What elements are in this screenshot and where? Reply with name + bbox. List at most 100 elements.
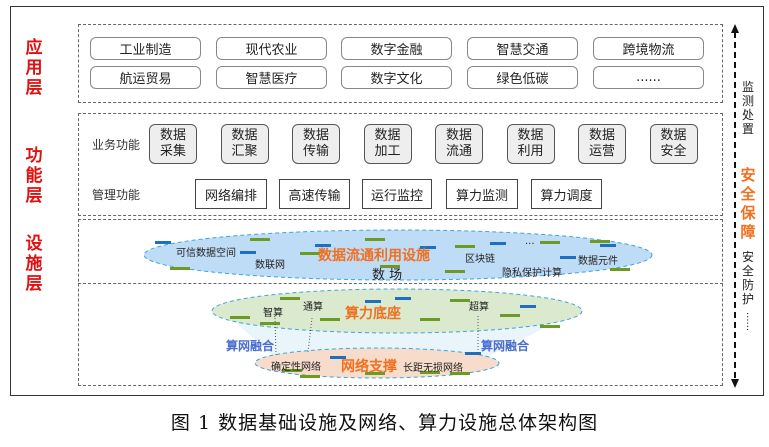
business-function-item[interactable]: 数据安全	[649, 124, 698, 164]
app-item[interactable]: 绿色低碳	[467, 66, 578, 89]
decorative-dash	[465, 352, 481, 355]
decorative-dash	[230, 316, 250, 319]
security-main: 安全保障	[740, 166, 756, 241]
compute-ellipse	[211, 288, 583, 334]
infra-ellipses	[143, 229, 653, 379]
func-layer-box	[78, 113, 723, 216]
data-ellipse	[143, 229, 653, 281]
app-item[interactable]: 数字文化	[341, 66, 452, 89]
decorative-dash	[282, 369, 302, 372]
decorative-dash	[395, 297, 411, 300]
layer-label-func: 功能层	[25, 146, 43, 206]
decorative-dash	[170, 267, 190, 270]
decorative-dash	[330, 356, 346, 359]
decorative-dash	[600, 244, 616, 247]
decorative-dash	[420, 246, 436, 249]
decorative-dash	[445, 270, 465, 273]
decorative-dash	[490, 242, 506, 245]
business-function-item[interactable]: 数据运营	[578, 124, 626, 164]
decorative-dash	[540, 325, 560, 328]
business-function-label: 数据利用	[517, 128, 544, 159]
management-label: 管理功能	[92, 188, 141, 202]
business-function-item[interactable]: 数据流通	[435, 124, 483, 164]
fusion-label-left: 算网融合	[226, 339, 275, 353]
business-function-item[interactable]: 数据汇聚	[220, 124, 269, 164]
data-item: 区块链	[465, 254, 495, 265]
decorative-dash	[365, 238, 385, 241]
decorative-dash	[280, 297, 300, 300]
layer-label-app: 应用层	[25, 38, 43, 98]
management-function-item[interactable]: 运行监控	[362, 179, 432, 209]
app-item[interactable]: 智慧交通	[467, 37, 578, 60]
app-item[interactable]: 现代农业	[216, 37, 327, 60]
decorative-dash	[450, 372, 470, 375]
decorative-dash	[300, 252, 320, 255]
decorative-dash	[250, 238, 270, 241]
data-item: 数联网	[255, 260, 285, 271]
business-function-label: 数据流通	[445, 128, 472, 159]
infra-layer-box	[78, 219, 723, 386]
app-item[interactable]: 航运贸易	[90, 66, 201, 89]
management-function-item[interactable]: 算力调度	[531, 179, 602, 209]
business-function-item[interactable]: 数据采集	[149, 124, 197, 164]
management-function-item[interactable]: 网络编排	[195, 179, 267, 209]
decorative-dash	[380, 265, 400, 268]
app-item[interactable]: 工业制造	[90, 37, 201, 60]
app-item[interactable]: 跨境物流	[593, 37, 704, 60]
security-arrow	[731, 24, 739, 388]
compute-title: 算力底座	[345, 306, 401, 322]
decorative-dash	[610, 268, 630, 271]
compute-item: 智算	[263, 308, 283, 319]
decorative-dash	[420, 318, 440, 321]
decorative-dash	[420, 371, 440, 374]
decorative-dash	[155, 241, 171, 244]
data-item: 数据元件	[578, 256, 618, 267]
business-label: 业务功能	[92, 138, 141, 152]
business-function-label: 数据加工	[374, 128, 401, 159]
network-title: 网络支撑	[341, 359, 397, 375]
decorative-dash	[500, 314, 520, 317]
management-function-item[interactable]: 高速传输	[279, 179, 350, 209]
decorative-dash	[560, 256, 576, 259]
app-layer-box	[78, 24, 723, 103]
figure-caption: 图 1 数据基础设施及网络、算力设施总体架构图	[170, 412, 599, 434]
outer-frame	[10, 6, 764, 396]
fusion-label-right: 算网融合	[481, 339, 530, 353]
decorative-dash	[450, 299, 470, 302]
layer-label-infra: 设施层	[25, 234, 43, 294]
data-item: 隐私保护计算	[502, 268, 562, 279]
business-function-label: 数据汇聚	[231, 128, 258, 159]
data-sub: 数 场	[372, 268, 403, 283]
business-function-item[interactable]: 数据加工	[363, 124, 412, 164]
infra-divider	[78, 283, 723, 284]
compute-item: 通算	[303, 302, 323, 313]
decorative-dash	[520, 305, 536, 308]
business-function-item[interactable]: 数据传输	[292, 124, 340, 164]
decorative-dash	[320, 318, 340, 321]
network-item: 长距无损网络	[403, 363, 463, 374]
app-item[interactable]: 智慧医疗	[216, 66, 327, 89]
business-function-label: 数据传输	[302, 128, 329, 159]
business-function-label: 数据采集	[159, 128, 186, 159]
network-ellipse	[254, 347, 500, 379]
business-function-item[interactable]: 数据利用	[506, 124, 555, 164]
decorative-dash	[315, 244, 331, 247]
decorative-dash	[590, 240, 610, 243]
decorative-dash	[365, 372, 385, 375]
management-function-item[interactable]: 算力监测	[446, 179, 518, 209]
decorative-dash	[455, 245, 475, 248]
business-function-label: 数据安全	[660, 128, 687, 159]
decorative-dash	[365, 300, 381, 303]
decorative-dash	[240, 251, 256, 254]
data-item: 可信数据空间	[176, 248, 236, 259]
app-item[interactable]: ......	[593, 66, 704, 89]
data-item: ...	[525, 236, 535, 247]
business-function-label: 数据运营	[588, 128, 615, 159]
security-top: 监测处置	[741, 80, 754, 136]
app-item[interactable]: 数字金融	[341, 37, 452, 60]
data-title: 数据流通利用设施	[318, 248, 430, 264]
security-more: ......	[744, 312, 755, 332]
decorative-dash	[300, 375, 320, 378]
network-item: 确定性网络	[271, 362, 321, 373]
